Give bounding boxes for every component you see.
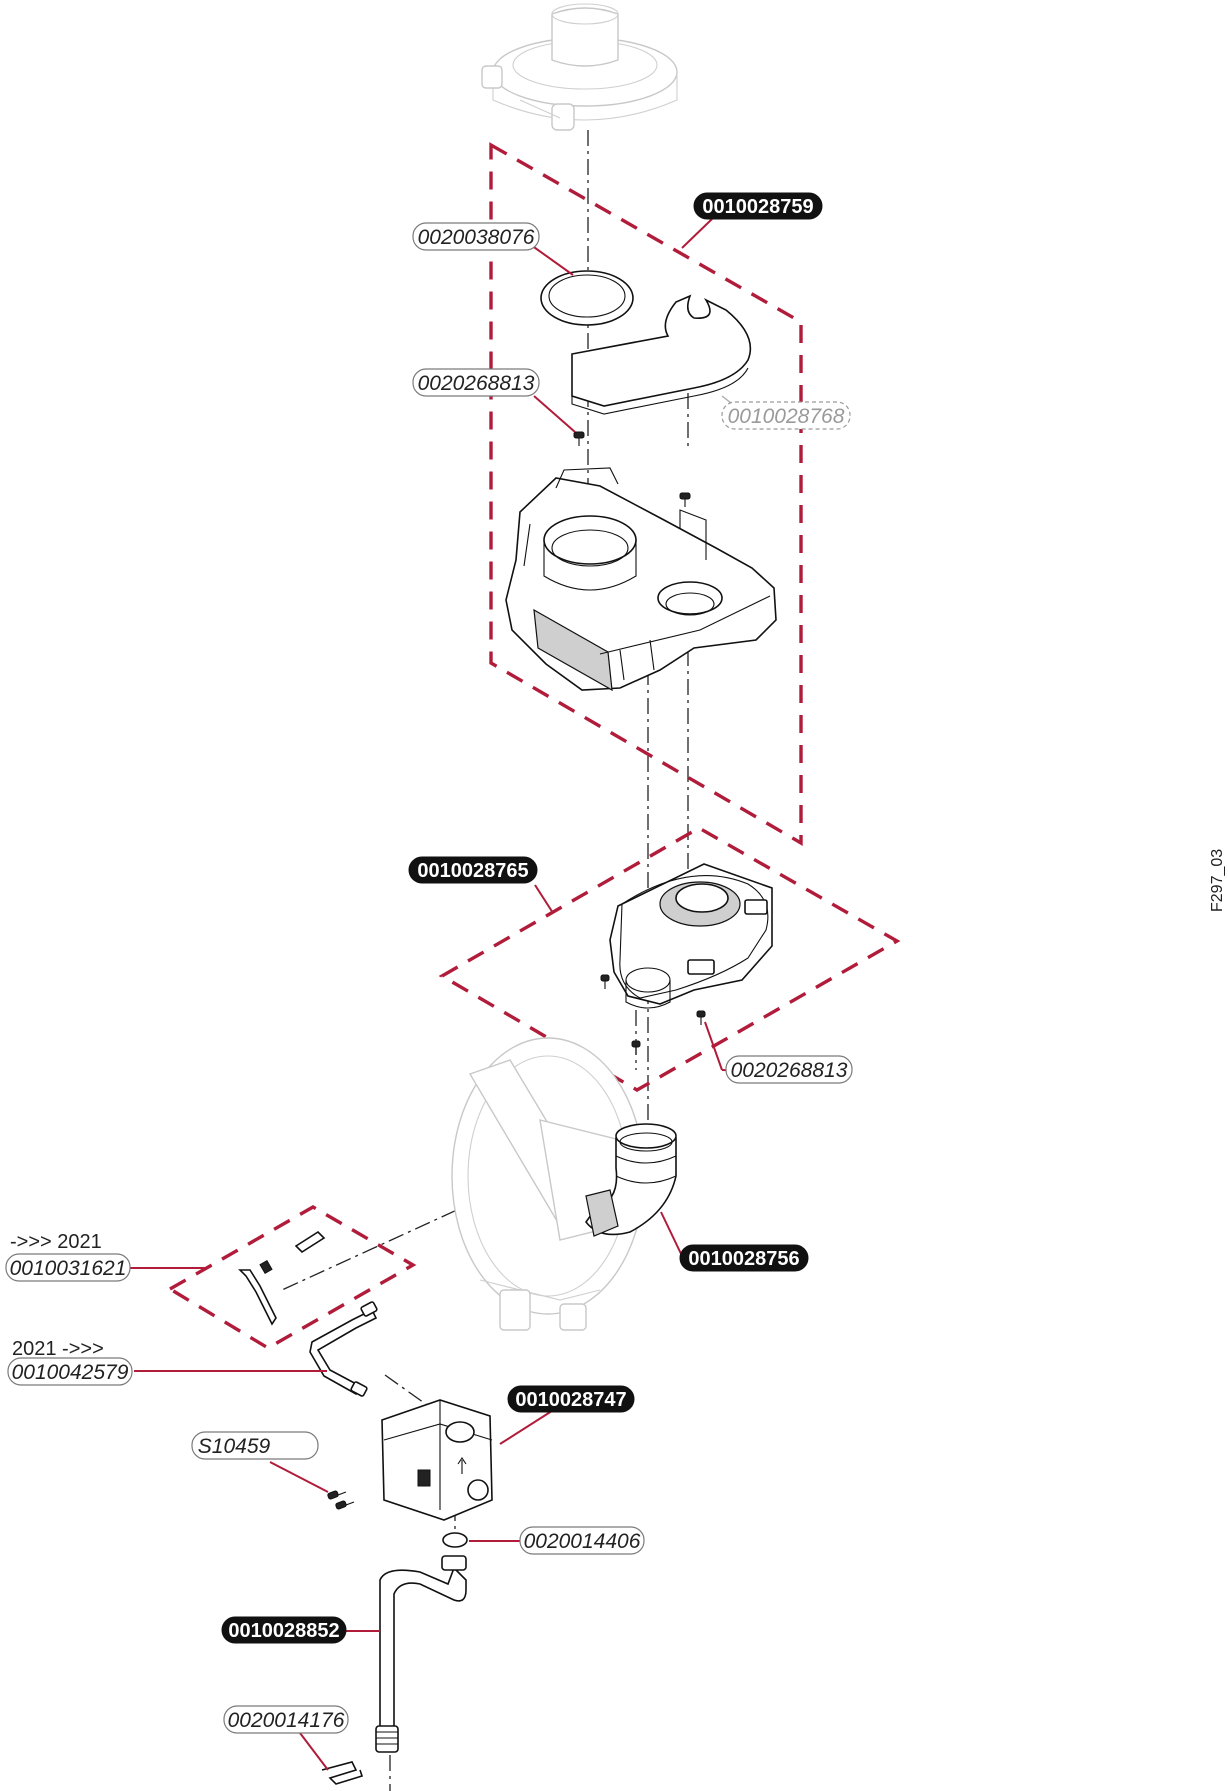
callout-0020268813-fan: 0020268813 (725, 1055, 853, 1084)
part-number: 0020014176 (228, 1709, 345, 1732)
valve-screws (327, 1490, 355, 1510)
gas-valve (381, 1399, 493, 1521)
screw-icon (696, 1010, 706, 1025)
callout-0010031621: ->>> 2021 0010031621 (5, 1231, 131, 1282)
leader-lines (127, 218, 761, 1771)
gas-pipe-old (238, 1230, 326, 1326)
callout-0010028765: 0010028765 (408, 856, 538, 884)
screw-icon (631, 1040, 641, 1055)
fan-unit (609, 863, 773, 1009)
seal-ring (540, 270, 634, 326)
venturi-elbow (585, 1123, 677, 1237)
part-number: S10459 (198, 1435, 271, 1458)
callout-S10459: S10459 (191, 1431, 319, 1460)
o-ring (442, 1532, 468, 1548)
gasket-plate (571, 294, 752, 415)
part-number: 0020038076 (418, 226, 535, 249)
part-number: 0010031621 (10, 1257, 127, 1280)
part-number: 0010028759 (702, 196, 813, 218)
screw-icon (679, 492, 691, 507)
group-0010028765 (438, 826, 901, 1092)
callout-0010028747: 0010028747 (507, 1385, 635, 1413)
group-0010031621 (166, 1205, 417, 1350)
part-number: 0020268813 (731, 1059, 848, 1082)
callout-0020014176: 0020014176 (223, 1705, 349, 1734)
part-number: 0010042579 (12, 1361, 129, 1384)
air-box-housing (505, 467, 777, 692)
callout-0020038076: 0020038076 (412, 222, 540, 251)
part-number: 0020014406 (524, 1530, 641, 1553)
callout-0010028852: 0010028852 (221, 1616, 347, 1644)
callout-0020014406: 0020014406 (519, 1526, 645, 1555)
screw-icon (327, 1490, 347, 1500)
gas-inlet-pipe (375, 1555, 467, 1753)
screw-icon (600, 974, 610, 989)
part-number: 0010028852 (228, 1620, 339, 1642)
part-number: 0010028747 (515, 1389, 626, 1411)
callout-0010028756: 0010028756 (679, 1244, 809, 1272)
kit-group-outlines (166, 142, 901, 1350)
validity-note: 2021 ->>> (12, 1338, 104, 1360)
part-number: 0010028765 (417, 860, 528, 882)
part-number: 0010028756 (688, 1248, 799, 1270)
heat-exchanger-ghost (451, 1037, 645, 1331)
part-number: 0020268813 (418, 372, 535, 395)
screw-icon (335, 1500, 355, 1510)
gas-pipe-new (309, 1301, 378, 1397)
callout-0010028768: 0010028768 (721, 401, 851, 430)
clip (321, 1761, 364, 1785)
part-number: 0010028768 (728, 405, 845, 428)
screw-icon (573, 431, 585, 446)
flue-adaptor-ghost (481, 3, 678, 131)
callout-0020268813-top: 0020268813 (412, 368, 540, 397)
callout-0010028759: 0010028759 (693, 192, 823, 220)
drawing-code: F297_03 (1209, 849, 1226, 912)
callout-0010042579: 2021 ->>> 0010042579 (7, 1338, 133, 1386)
validity-note: ->>> 2021 (10, 1231, 102, 1253)
group-0010028759 (489, 142, 803, 846)
